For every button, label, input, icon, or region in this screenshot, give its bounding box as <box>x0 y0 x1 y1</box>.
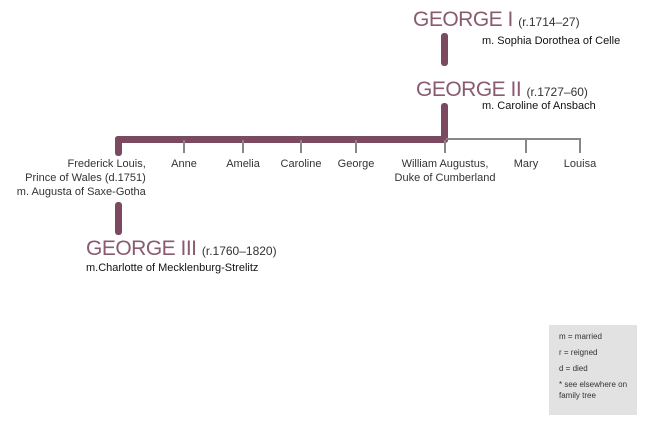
george-iii-spouse: m.Charlotte of Mecklenburg-Strelitz <box>86 262 259 274</box>
line-frederick-to-george-iii <box>115 202 122 235</box>
george-i-reign: (r.1714–27) <box>518 15 580 29</box>
child-frederick: Frederick Louis, Prince of Wales (d.1751… <box>17 157 146 199</box>
child-line: Frederick Louis, <box>67 158 146 170</box>
child-amelia: Amelia <box>226 158 260 170</box>
legend-reigned: r = reigned <box>559 348 598 357</box>
child-william: William Augustus, Duke of Cumberland <box>395 157 496 185</box>
line-siblings-horizontal <box>446 138 581 140</box>
george-iii-name-row: GEORGE III (r.1760–1820) <box>86 237 277 261</box>
george-iii-name: GEORGE III <box>86 237 197 260</box>
child-mary: Mary <box>513 158 539 170</box>
tick-george <box>355 140 357 153</box>
george-ii-name: GEORGE II <box>416 78 522 101</box>
line-to-frederick <box>115 136 122 156</box>
child-anne: Anne <box>171 158 197 170</box>
tick-anne <box>183 140 185 153</box>
legend-married: m = married <box>559 332 602 341</box>
legend-see-elsewhere: * see elsewhere on family tree <box>559 380 628 400</box>
child-line: m. Augusta of Saxe-Gotha <box>16 186 146 198</box>
tick-amelia <box>242 140 244 153</box>
child-line: Prince of Wales (d.1751) <box>25 172 146 184</box>
line-george-ii-down <box>441 103 448 143</box>
tick-caroline <box>300 140 302 153</box>
legend: m = married r = reigned d = died * see e… <box>549 325 637 415</box>
george-ii-reign: (r.1727–60) <box>526 85 588 99</box>
child-george: George <box>337 158 375 170</box>
george-ii-name-row: GEORGE II (r.1727–60) <box>416 78 588 102</box>
george-i-name: GEORGE I <box>413 8 513 31</box>
george-iii-reign: (r.1760–1820) <box>201 244 277 258</box>
george-i-name-row: GEORGE I (r.1714–27) <box>413 8 580 32</box>
line-george-i-to-ii <box>441 33 448 66</box>
tick-louisa <box>579 140 581 153</box>
line-royal-horizontal <box>115 136 448 143</box>
tick-mary <box>525 140 527 153</box>
child-caroline: Caroline <box>280 158 322 170</box>
child-line: William Augustus, <box>401 158 489 170</box>
legend-died: d = died <box>559 364 588 373</box>
tick-william <box>444 140 446 153</box>
george-ii-spouse: m. Caroline of Ansbach <box>482 100 596 112</box>
child-line: Duke of Cumberland <box>394 172 496 184</box>
child-louisa: Louisa <box>563 158 597 170</box>
george-i-spouse: m. Sophia Dorothea of Celle <box>482 35 621 47</box>
